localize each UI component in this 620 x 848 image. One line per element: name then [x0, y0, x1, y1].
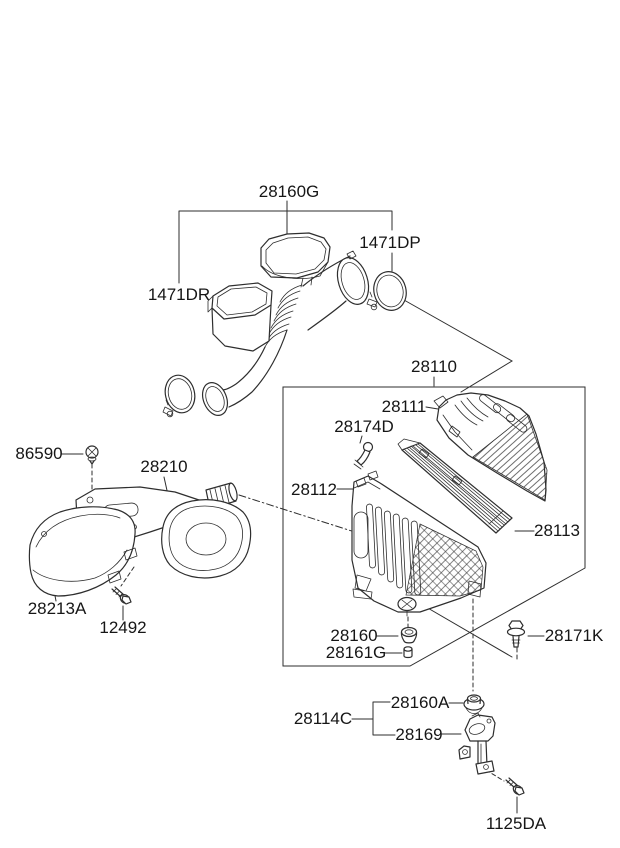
part-label-28174d: 28174D [334, 417, 394, 436]
part-label-28113: 28113 [534, 521, 580, 540]
bolt-1125da-drawing [505, 777, 525, 796]
part-label-28112: 28112 [291, 480, 337, 499]
part-label-28160: 28160 [330, 626, 377, 645]
grommet-28160-drawing [400, 626, 418, 644]
callout-labels: 28160G 1471DP 1471DR 28110 28111 28174D … [15, 182, 604, 833]
air-cleaner-body-drawing [351, 470, 487, 617]
grommet-28160a-drawing [463, 694, 485, 714]
assembly-boundary-box [282, 386, 586, 667]
bolt-12492-drawing [111, 586, 132, 605]
air-cleaner-cover-drawing [433, 392, 548, 502]
part-label-28210: 28210 [140, 457, 187, 476]
part-label-28171k: 28171K [545, 626, 604, 645]
part-label-28110: 28110 [411, 357, 457, 376]
bolt-28171k-drawing [506, 620, 526, 648]
part-label-28160g: 28160G [259, 182, 320, 201]
part-label-28213a: 28213A [28, 599, 87, 618]
bushing-28161g-drawing [403, 646, 413, 659]
breather-hose-drawing [353, 441, 374, 470]
hose-clamp-1471dr-drawing [162, 374, 196, 418]
part-label-1125da: 1125DA [486, 814, 547, 833]
intake-hose-assembly-drawing [201, 232, 370, 416]
part-label-28161g: 28161G [326, 643, 387, 662]
part-label-28111: 28111 [382, 397, 427, 416]
part-label-28169: 28169 [395, 725, 442, 744]
bracket-28169-drawing [458, 712, 496, 775]
part-label-1471dp: 1471DP [359, 233, 420, 252]
part-label-12492: 12492 [99, 618, 146, 637]
screw-86590-drawing [85, 445, 99, 465]
part-label-1471dr: 1471DR [148, 285, 210, 304]
part-label-86590: 86590 [15, 444, 62, 463]
part-label-28114c: 28114C [294, 709, 352, 728]
part-label-28160a: 28160A [391, 693, 450, 712]
hose-clamp-1471dp-drawing [366, 271, 407, 311]
duct-cover-drawing [28, 506, 138, 597]
air-filter-element-drawing [397, 438, 513, 534]
